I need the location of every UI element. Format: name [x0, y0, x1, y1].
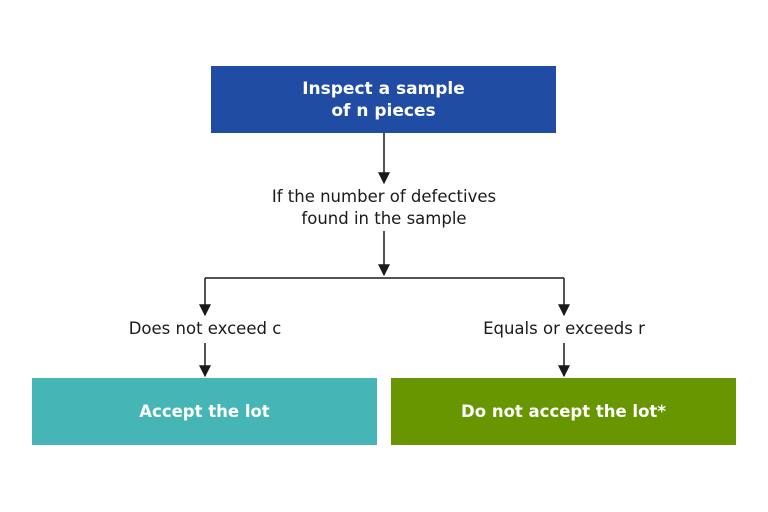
branch-label-equals-exceeds: Equals or exceeds r: [464, 318, 664, 340]
inspect-sample-line1: Inspect a sample: [302, 78, 465, 99]
inspect-sample-box: Inspect a sample of n pieces: [211, 66, 556, 133]
condition-line1: If the number of defectives: [271, 187, 497, 206]
condition-line2: found in the sample: [301, 209, 467, 228]
reject-lot-label: Do not accept the lot*: [461, 402, 666, 421]
accept-lot-label: Accept the lot: [139, 402, 270, 421]
defectives-condition-label: If the number of defectives found in the…: [234, 186, 534, 230]
branch-label-not-exceed: Does not exceed c: [105, 318, 305, 340]
inspect-sample-line2: of n pieces: [331, 100, 436, 121]
accept-lot-box: Accept the lot: [32, 378, 377, 445]
reject-lot-box: Do not accept the lot*: [391, 378, 736, 445]
